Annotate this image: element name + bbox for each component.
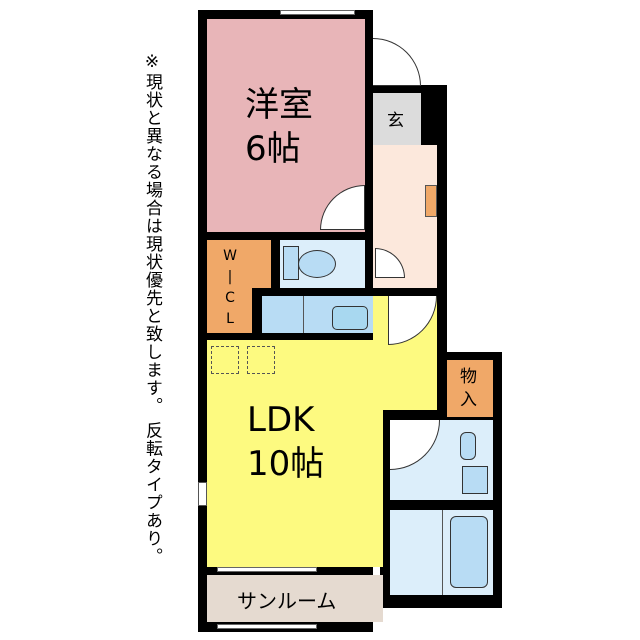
wic-label-bar: | [227,269,233,285]
storage-closet: 物 入 [447,360,493,417]
toilet-bowl-icon [298,250,336,278]
walk-in-closet-lower [207,287,252,333]
washroom [390,420,493,500]
western-room-size: 6帖 [245,129,301,169]
ldk-name: LDK [247,400,315,440]
front-door[interactable] [373,38,421,86]
entrance: 玄 [373,93,421,145]
bathtub-icon [450,516,488,588]
sink-icon [332,306,368,330]
storage-label-1: 物 [460,367,477,387]
wic-label-w: W [223,248,237,264]
sunroom-label: サンルーム [237,589,337,613]
fridge-space-icon [247,346,275,374]
toilet-tank [283,246,299,280]
divider [303,296,304,333]
ldk-room: LDK 10帖 [207,340,383,567]
kitchen-counter [262,296,373,333]
window [217,567,317,572]
stove-icon [211,346,239,374]
walk-in-closet [207,240,271,288]
wic-label-c: C [225,290,235,306]
divider [442,510,443,595]
ldk-size: 10帖 [247,444,325,484]
entrance-label: 玄 [387,111,404,131]
toilet-room [280,240,365,288]
window [217,624,317,629]
washing-machine-icon [462,466,488,494]
side-door[interactable] [198,482,207,506]
storage-label-2: 入 [460,390,477,410]
disclaimer-note: ※現状と異なる場合は現状優先と致します。 反転タイプあり。 [142,52,162,566]
bathroom [390,510,493,595]
shoe-cabinet [425,185,437,217]
door-swing [390,420,440,470]
sunroom: サンルーム [207,575,383,622]
western-room-name: 洋室 [245,85,313,125]
window [280,10,355,15]
washbasin-icon [460,432,476,460]
wic-label-l: L [226,311,234,327]
